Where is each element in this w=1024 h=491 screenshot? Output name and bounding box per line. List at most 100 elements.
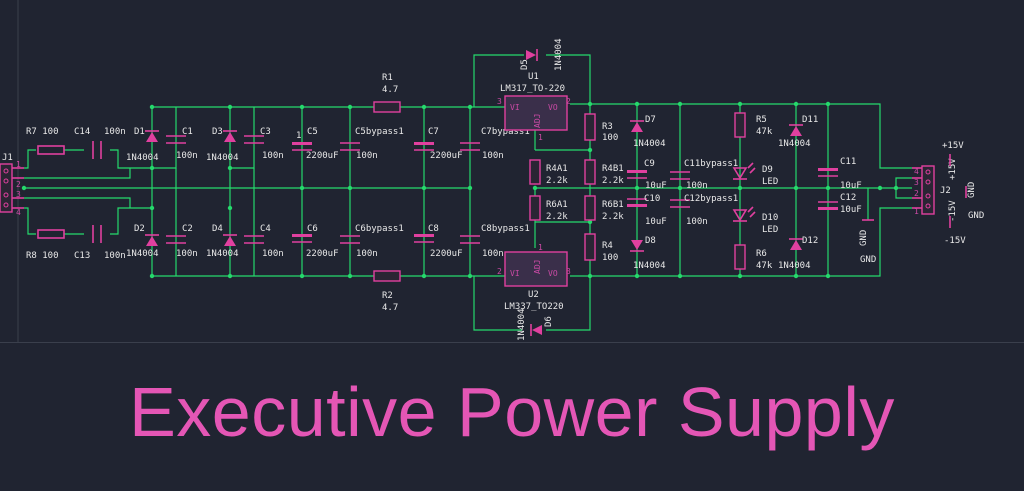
capacitor-c9[interactable]: C9 10uF [627,159,667,191]
svg-text:LED: LED [762,225,778,235]
wires [24,54,912,331]
capacitor-c5[interactable]: 1 C5 2200uF [292,127,339,161]
svg-text:4: 4 [914,167,919,176]
diode-d2[interactable]: D2 1N4004 [126,224,159,259]
svg-text:1: 1 [914,207,919,216]
resistor-r4b1[interactable]: R4B1 2.2k [584,159,624,186]
svg-text:100n: 100n [482,249,504,259]
svg-text:2.2k: 2.2k [546,176,568,186]
svg-text:C3: C3 [260,127,271,137]
svg-text:3: 3 [566,267,571,276]
diode-d5[interactable]: D5 1N4004 [520,38,564,71]
gnd-label: GND [968,211,984,221]
capacitor-c7[interactable]: C7 2200uF [414,127,463,161]
svg-text:2: 2 [914,189,919,198]
capacitor-c11[interactable]: C11 10uF [818,157,862,191]
svg-text:100: 100 [602,253,618,263]
resistor-r7[interactable]: R7 100 [26,127,65,155]
svg-text:100n: 100n [356,249,378,259]
svg-text:C13: C13 [74,251,90,261]
svg-text:D4: D4 [212,224,223,234]
svg-text:+15V: +15V [948,158,958,180]
svg-text:3: 3 [497,97,502,106]
diode-d8[interactable]: D8 1N4004 [630,236,666,271]
svg-text:ADJ: ADJ [533,260,542,274]
diode-d11[interactable]: D11 1N4004 [778,115,818,149]
svg-text:C5bypass1: C5bypass1 [355,127,404,137]
diode-d1[interactable]: D1 1N4004 [126,127,159,163]
capacitor-c10[interactable]: C10 10uF [627,194,667,227]
minus-15v-label: -15V [944,236,966,246]
resistor-r6a1[interactable]: R6A1 2.2k [529,195,568,222]
svg-text:C8bypass1: C8bypass1 [481,224,530,234]
resistor-r6[interactable]: R6 47k [734,244,773,271]
capacitor-c3[interactable]: C3 100n [244,127,284,161]
divider-line [0,342,1024,343]
capacitor-c13[interactable]: C13 100n [74,225,126,261]
connector-j2[interactable]: J2 4 3 2 1 [912,165,951,216]
svg-text:C6bypass1: C6bypass1 [355,224,404,234]
svg-text:R6: R6 [756,249,767,259]
svg-text:1N4004: 1N4004 [517,308,527,341]
resistor-r6b1[interactable]: R6B1 2.2k [584,195,624,222]
svg-text:D10: D10 [762,213,778,223]
schematic-canvas[interactable]: J1 1 2 3 4 R7 100 R8 100 C14 100n C13 10… [0,0,1024,345]
svg-text:100n: 100n [262,151,284,161]
capacitor-c7bypass1[interactable]: C7bypass1 100n [460,127,530,161]
svg-text:D6: D6 [544,316,554,327]
capacitor-c14[interactable]: C14 100n [74,127,126,159]
resistor-r4a1[interactable]: R4A1 2.2k [529,159,568,186]
resistor-r5[interactable]: R5 47k [734,112,773,138]
capacitor-c2[interactable]: C2 100n [166,224,198,259]
resistor-r3[interactable]: R3 100 [584,113,618,143]
svg-text:10uF: 10uF [840,181,862,191]
svg-text:100n: 100n [176,249,198,259]
diode-d4[interactable]: D4 1N4004 [206,224,239,259]
capacitor-c6bypass1[interactable]: C6bypass1 100n [340,224,404,259]
svg-text:VI: VI [510,103,520,112]
capacitor-c4[interactable]: C4 100n [244,224,284,259]
svg-text:2: 2 [497,267,502,276]
capacitor-c5bypass1[interactable]: C5bypass1 100n [340,127,404,161]
led-d9[interactable]: D9 LED [732,162,778,187]
resistor-r1[interactable]: R1 4.7 [373,73,401,113]
svg-text:100n: 100n [104,127,126,137]
svg-text:ADJ: ADJ [533,114,542,128]
svg-text:D1: D1 [134,127,145,137]
svg-text:100n: 100n [686,181,708,191]
svg-text:1N4004: 1N4004 [126,249,159,259]
capacitor-c8[interactable]: C8 2200uF [414,224,463,259]
svg-text:1N4004: 1N4004 [554,38,564,71]
led-d10[interactable]: D10 LED [732,206,778,235]
svg-text:47k: 47k [756,127,773,137]
capacitor-c12bypass1[interactable]: C12bypass1 100n [670,194,738,227]
svg-text:2200uF: 2200uF [430,249,463,259]
svg-text:100: 100 [602,133,618,143]
j2-ref: J2 [940,186,951,196]
resistor-r2[interactable]: R2 4.7 [373,270,401,313]
svg-text:VO: VO [548,269,558,278]
diode-d3[interactable]: D3 1N4004 [206,127,239,163]
diode-d7[interactable]: D7 1N4004 [630,115,666,149]
svg-text:VO: VO [548,103,558,112]
svg-text:2: 2 [566,97,571,106]
svg-text:R6A1: R6A1 [546,200,568,210]
regulator-u2[interactable]: VI VO ADJ 2 3 1 U2 LM337_TO220 [497,243,571,312]
capacitor-c12[interactable]: C12 10uF [818,193,862,215]
capacitor-c8bypass1[interactable]: C8bypass1 100n [460,224,530,259]
diode-d6[interactable]: D6 1N4004 [517,308,554,341]
capacitor-c1[interactable]: C1 100n [166,127,198,161]
svg-text:2200uF: 2200uF [430,151,463,161]
power-labels: +15V +15V -15V -15V GND GND [942,141,984,246]
capacitor-c11bypass1[interactable]: C11bypass1 100n [670,159,738,191]
connector-j1[interactable]: J1 1 2 3 4 [0,153,24,217]
svg-text:D2: D2 [134,224,145,234]
svg-text:2.2k: 2.2k [546,212,568,222]
svg-text:D11: D11 [802,115,818,125]
regulator-u1[interactable]: VI VO ADJ 3 2 1 U1 LM317_TO-220 [497,72,571,142]
capacitor-c6[interactable]: C6 2200uF [292,224,339,259]
resistor-r4[interactable]: R4 100 [584,233,618,263]
resistor-r8[interactable]: R8 100 [26,229,65,261]
diode-d12[interactable]: D12 1N4004 [778,236,818,271]
